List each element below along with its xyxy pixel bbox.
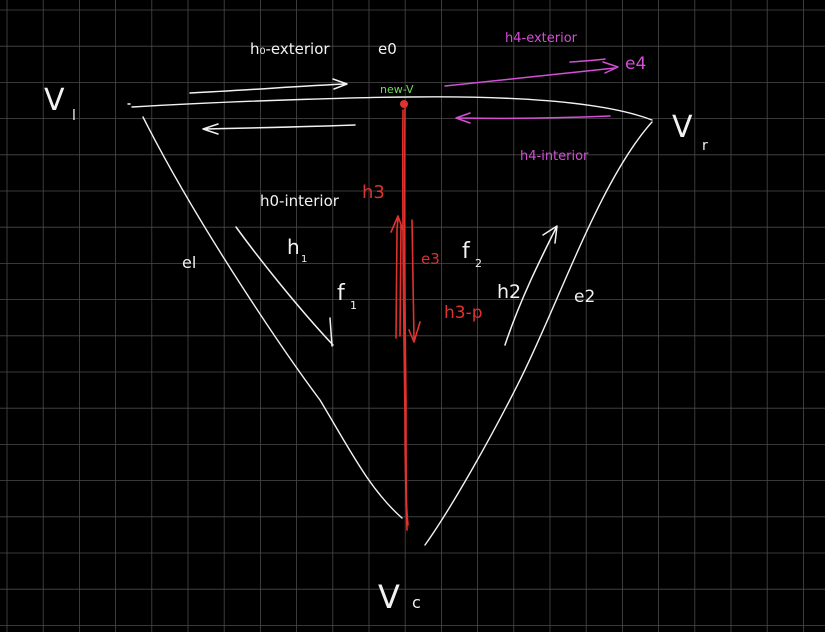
label-v-right: V: [672, 110, 693, 145]
label-v-left-sub: l: [72, 108, 76, 124]
arrow-h4-exterior: [444, 61, 619, 87]
label-h3-p: h3-p: [444, 303, 483, 323]
label-h0-interior: h0-interior: [260, 192, 340, 210]
label-f1-sub: 1: [350, 299, 357, 312]
arrow-h1: [235, 226, 334, 347]
label-h4-interior: h4-interior: [520, 149, 589, 164]
arrow-h4-exterior-double: [569, 58, 606, 63]
label-v-left: V: [44, 83, 65, 118]
label-v-bottom: V: [378, 578, 400, 616]
label-e3: e3: [421, 250, 440, 268]
magenta-halfedges: [444, 58, 619, 124]
label-v-right-sub: r: [702, 138, 708, 154]
arrow-h2: [504, 225, 558, 346]
white-halfedges: [189, 78, 558, 347]
label-f1: f: [337, 281, 346, 306]
label-h3: h3: [362, 182, 385, 203]
label-v-bottom-sub: c: [412, 593, 421, 612]
label-f2: f: [462, 239, 471, 264]
triangle-edges: [127, 96, 653, 546]
label-h2: h2: [497, 281, 521, 303]
label-new-v: new-V: [380, 83, 414, 96]
edge-e1: [142, 116, 403, 519]
edge-e2: [424, 121, 653, 546]
label-e0: e0: [378, 40, 397, 58]
arrow-h4-interior: [455, 112, 611, 124]
label-h1-sub: 1: [301, 254, 307, 265]
label-e1: el: [182, 253, 196, 272]
label-e2: e2: [574, 287, 595, 307]
label-e4: e4: [625, 54, 646, 74]
label-h4-exterior: h4-exterior: [505, 31, 578, 46]
edge-e3-overstroke: [401, 109, 409, 526]
red-split-edge: [390, 107, 421, 531]
arrow-h3-p: [408, 219, 421, 343]
label-f2-sub: 2: [475, 257, 482, 270]
edge-e0: [131, 96, 653, 121]
arrow-h3-shaft2: [399, 224, 402, 337]
arrow-h0-exterior: [189, 78, 348, 94]
labels: V l V r V c new-V e0 el e2 e3 e4 h₀-exte…: [44, 31, 708, 616]
label-h1: h: [287, 235, 300, 259]
label-h0-exterior: h₀-exterior: [250, 40, 330, 58]
new-vertex-dot: [400, 100, 408, 108]
arrow-h0-interior: [202, 123, 356, 135]
